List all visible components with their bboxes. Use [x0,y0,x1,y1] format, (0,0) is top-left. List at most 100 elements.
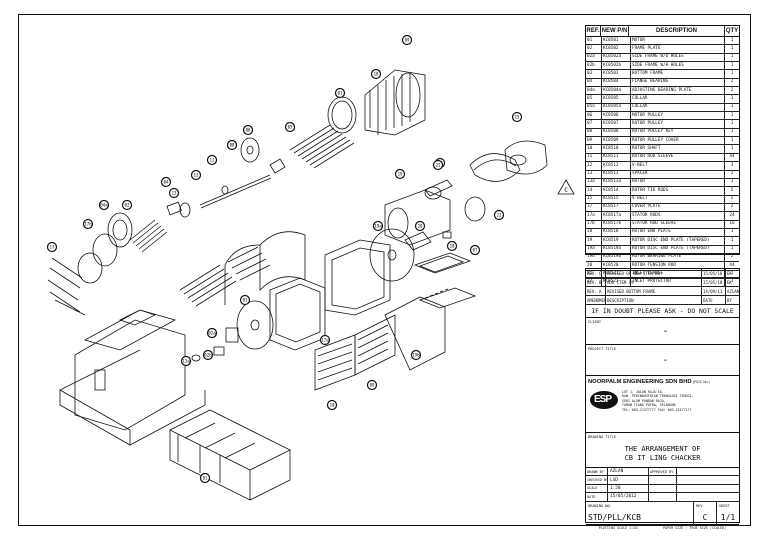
pulley-part [240,137,260,163]
callout-balloon: 17b [82,218,94,230]
callout-balloon: 19 [394,168,406,180]
callout-label: 17b [84,221,92,226]
company-box: NOORPALM ENGINEERING SDN BHD (ROC No.) E… [586,376,739,433]
callout-balloon: 17 [46,241,58,253]
bom-cell-qty: 1 [730,145,734,151]
bom-cell-ref: 07 [586,120,602,128]
callout-label: 02a [208,330,216,335]
callout-label: 10 [374,71,379,76]
info-cell-v2 [677,476,739,483]
info-cell-k: DATE [586,493,608,501]
bom-cell-desc: COLLAR [631,95,725,103]
callout-balloon: 11 [206,154,218,166]
revision-cell-init: AZLAN [727,288,739,294]
bom-cell-qty: 1 [730,37,734,43]
bom-cell-pn: KC8508 [602,128,631,137]
end-plate-part [369,228,415,282]
callout-label: 09 [405,37,410,42]
info-cell-v: LSD [608,476,649,484]
bom-cell-ref: 14 [586,187,602,195]
callout-balloon: 02 [121,199,133,211]
bom-cell-desc: COLLAR [631,103,725,112]
revision-cell-init: EK [727,270,732,276]
bom-cell-qty: 1 [730,246,734,252]
bom-cell-desc: SIDE FRAME W/H HOLES [631,62,725,70]
bom-cell-pn: KC8509 [602,137,631,145]
bom-cell-desc: SPACER [631,170,725,178]
callout-balloon: 01 [334,87,346,99]
drawing-title-label: DRAWING TITLE [588,435,617,439]
callout-label: 13 [172,190,177,195]
bom-cell-ref: 13a [586,178,602,187]
callout-label: 17a [321,337,329,342]
bom-cell-pn: KC8505 [602,95,631,103]
info-cell-k: SCALE [586,484,608,493]
bom-cell-desc: INLET PROTECTOR [631,278,725,287]
info-cell-k2 [649,484,677,493]
client-box: CLIENT - [586,318,739,345]
paper-size: PAPER SIZE : TRUE SIZE (SCALED) [662,525,727,530]
bom-cell-desc: V-BELT [631,195,725,203]
bom-header-desc: DESCRIPTION [629,26,725,36]
bom-cell-qty: 1 [730,137,734,143]
bom-cell-ref: 15 [586,195,602,203]
bom-cell-pn: KC8522 [602,278,631,287]
revision-cell-init: BY [727,297,732,303]
bom-cell-pn: KC8520 [602,262,631,270]
bom-cell-pn: KC8511 [602,153,631,162]
revision-cell-desc: ADD ITEM 19 [606,278,702,286]
bom-cell-pn: KC8504a [602,87,631,95]
callout-balloon: 01 [199,472,211,484]
bom-cell-pn: KC8502 [602,45,631,53]
bom-cell-qty: 1 [730,179,734,185]
bom-cell-ref: 17b [586,220,602,228]
info-cell-k2 [649,476,677,484]
bom-header-ref: REF. [586,26,601,36]
project-box: PROJECT TITLE - [586,345,739,376]
bom-cell-ref: 13 [586,170,602,178]
bom-cell-pn: KC8513 [602,170,631,178]
callout-balloon: 08 [226,139,238,151]
callout-balloon: 15 [511,111,523,123]
bom-cell-ref: 12 [586,162,602,170]
bom-cell-desc: FLANGE BEARING [631,78,725,87]
callout-balloon: 09 [401,34,413,46]
callout-label: 02 [125,202,130,207]
bom-cell-qty: 2 [730,79,734,85]
drawing-number-box: DRAWING NO. STD/PLL/KCB REV. C SHEET 1/1 [586,501,739,525]
bom-cell-desc: ROTOR BEARING PLATE [631,253,725,262]
pulley-cover-part [504,140,548,175]
bom-cell-pn: KC8501 [602,37,631,45]
bom-cell-ref: 22 [586,278,602,287]
revision-cell-date: 15/05/18 [702,278,726,286]
callout-label: 05 [288,124,293,129]
callout-label: 08 [230,142,235,147]
bom-cell-pn: KC8519 [602,237,631,245]
drawing-title-line1: THE ARRANGEMENT OF [624,445,701,453]
bom-cell-desc: STATOR ROD SLEEVE [631,220,725,228]
bom-cell-qty: 1 [730,129,734,135]
bom-cell-desc: FRAME PLATE [631,45,725,53]
info-cell-k: CHECKED BY [587,476,608,484]
callout-label: 01 [203,475,208,480]
bom-cell-pn: KC8504 [602,78,631,87]
bom-cell-ref: 01 [586,37,602,45]
stator-rods-part [289,124,355,169]
bom-cell-pn: KC8506 [602,112,631,120]
bom-cell-pn: KC8502a [602,53,631,62]
drawing-title-line2: CB IT LING CHACKER [624,454,701,462]
bom-cell-qty: 16 [729,221,735,227]
bom-cell-desc: COVER PLATE [631,203,725,212]
bom-cell-ref: 04 [586,78,602,87]
info-cell-v: 15/05/2012 [608,493,649,501]
bom-cell-qty: 24 [729,212,735,218]
bom-cell-desc: V-BELT [631,162,725,170]
